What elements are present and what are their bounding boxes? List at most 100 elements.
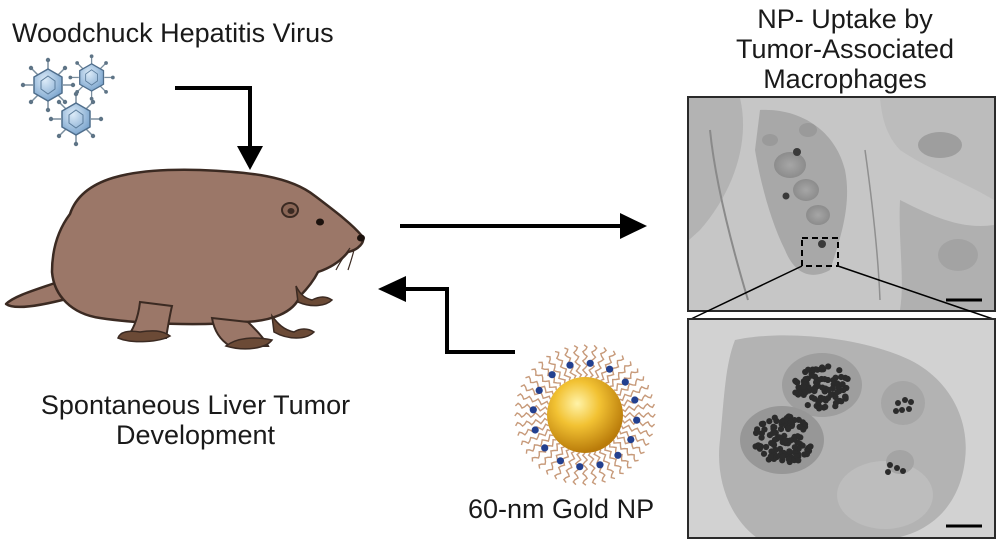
em-nanoparticle	[822, 403, 829, 410]
em-nanoparticle	[760, 450, 768, 457]
em-nanoparticle	[795, 384, 802, 391]
em-nanoparticle	[803, 451, 811, 458]
ligand-strand	[531, 368, 557, 391]
em-nanoparticle	[795, 457, 802, 464]
electron-micrograph-overview	[687, 96, 996, 312]
ligand-strand	[622, 402, 656, 413]
ligand-strand	[538, 361, 562, 387]
em-nanoparticle	[792, 389, 799, 396]
arrow-nanoparticle-to-woodchuck	[378, 276, 515, 354]
em-nanoparticle	[817, 397, 824, 404]
ligand-strand	[520, 383, 552, 400]
zoom-connector-lines	[690, 265, 994, 320]
nanoparticle-label: 60-nm Gold NP	[468, 494, 655, 524]
ligand-strand	[554, 350, 572, 381]
em-nanoparticle	[825, 386, 832, 393]
em-nanoparticle	[766, 418, 773, 425]
em-nanoparticle	[800, 383, 807, 390]
ligand-strand	[514, 411, 548, 419]
ligand-strand	[562, 450, 576, 484]
ligand-strand	[618, 430, 650, 447]
electron-micrograph-zoom	[687, 318, 996, 539]
em-nanoparticle	[779, 453, 786, 460]
ligand-strand	[604, 446, 624, 475]
ligand-strand	[620, 424, 654, 438]
ligand-strand	[600, 350, 617, 382]
uptake-label-line2: Tumor-Associated	[735, 34, 955, 64]
em-nanoparticle	[773, 417, 780, 425]
em-nanoparticle	[808, 372, 816, 379]
em-nanoparticle	[814, 366, 821, 373]
em-nanoparticle	[772, 446, 779, 454]
em-nanoparticle	[836, 367, 843, 374]
em-nanoparticle	[752, 443, 759, 450]
ligand-strand	[546, 355, 566, 384]
ligand-strand	[516, 392, 550, 406]
ligand-strand	[609, 361, 632, 387]
ligand-dot	[541, 444, 549, 452]
uptake-label-line3: Macrophages	[763, 64, 927, 94]
ligand-dot	[614, 451, 622, 459]
em-nanoparticle	[832, 374, 839, 381]
em-nanoparticle	[819, 364, 826, 371]
em-nanoparticle	[811, 386, 818, 393]
ligand-strand	[581, 452, 589, 486]
ligand-dot	[566, 361, 574, 369]
em-nanoparticle	[776, 434, 783, 441]
em-nanoparticle	[824, 395, 832, 402]
ligand-dot	[535, 386, 543, 394]
em-nanoparticle	[813, 379, 820, 386]
em-nanoparticle	[763, 443, 770, 451]
em-nanoparticle	[770, 429, 777, 436]
ligand-strand	[531, 438, 557, 462]
ligand-strand	[613, 439, 639, 462]
ligand-strand	[587, 452, 598, 486]
em-nanoparticle	[838, 398, 845, 405]
uptake-label: NP- Uptake by Tumor-Associated Macrophag…	[700, 4, 990, 94]
em-nanoparticle	[787, 437, 794, 444]
em-nanoparticle	[802, 376, 809, 383]
tumor-label-line2: Development	[115, 420, 276, 450]
em-nanoparticle	[839, 381, 846, 388]
ligand-strand	[622, 411, 656, 419]
ligand-dot	[606, 365, 614, 373]
ligand-strand	[598, 449, 616, 480]
em-nanoparticle	[758, 430, 766, 437]
ligand-dot	[627, 436, 635, 444]
arrow-woodchuck-to-micrograph	[400, 213, 647, 239]
em-nanoparticle	[782, 437, 789, 445]
ligand-strand	[514, 417, 548, 428]
tumor-label: Spontaneous Liver Tumor Development	[8, 390, 383, 450]
em-nanoparticle	[834, 389, 841, 396]
em-nanoparticle	[792, 377, 799, 384]
ligand-strand	[520, 428, 551, 446]
em-nanoparticle	[802, 368, 809, 376]
ligand-strand	[616, 376, 645, 396]
ligand-strand	[572, 344, 583, 378]
ligand-dot	[596, 461, 604, 469]
em-nanoparticle	[800, 426, 807, 433]
ligand-strand	[613, 368, 639, 392]
ligand-strand	[525, 434, 554, 454]
ligand-dot	[586, 359, 594, 367]
virus-label: Woodchuck Hepatitis Virus	[12, 18, 334, 48]
ligand-strand	[594, 346, 608, 380]
em-nanoparticle	[771, 424, 778, 431]
em-nanoparticle	[753, 428, 761, 436]
em-nanoparticle	[821, 376, 828, 383]
ligand-dot	[548, 371, 556, 379]
em-nanoparticle	[758, 420, 766, 428]
em-nanoparticle	[838, 373, 845, 381]
woodchuck-illustration	[4, 168, 365, 350]
arrow-virus-to-woodchuck	[175, 86, 263, 170]
ligand-strand	[553, 448, 570, 480]
em-nanoparticle	[768, 440, 775, 447]
ligand-dot	[621, 378, 629, 386]
em-nanoparticle	[785, 455, 792, 463]
em-nanoparticle	[807, 443, 814, 450]
em-nanoparticle	[787, 418, 795, 425]
gold-nanoparticle-icon	[514, 344, 656, 486]
em-nanoparticle	[767, 453, 774, 460]
em-nanoparticle	[816, 405, 823, 412]
virus-particle-icon	[20, 54, 115, 147]
